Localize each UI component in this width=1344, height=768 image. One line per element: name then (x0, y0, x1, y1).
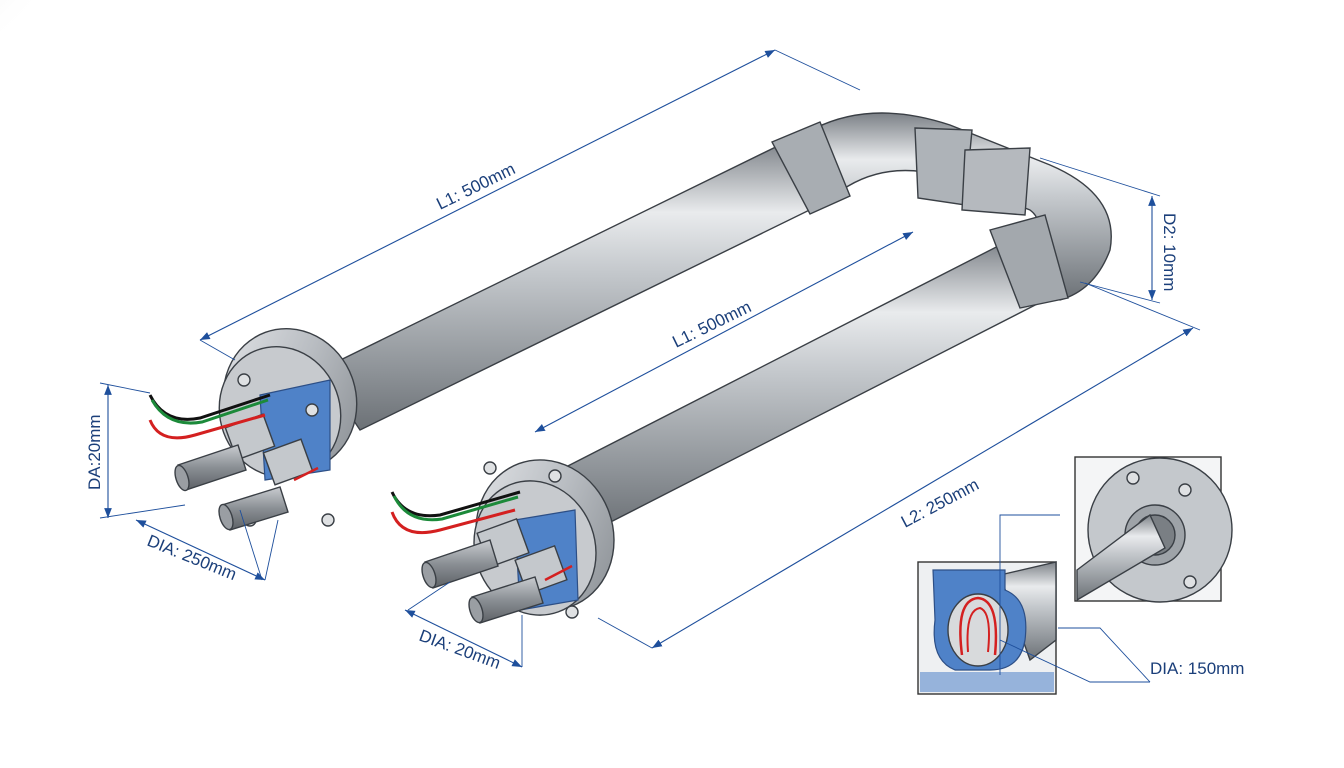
leader-detail-top (999, 514, 1060, 675)
leader-detail-dia (999, 639, 1150, 683)
screw-icon (237, 373, 251, 387)
dim-line-dia-left (135, 519, 266, 581)
label-dia-left: DIA: 250mm (145, 531, 240, 584)
detail-view-cross-section (917, 561, 1057, 695)
label-d2: D2: 10mm (1160, 213, 1179, 291)
corner-shadow (0, 0, 60, 60)
screw-icon (1126, 471, 1140, 485)
dim-line-dia-front (404, 609, 523, 668)
detail-view-flange (1074, 456, 1233, 603)
screw-icon (1178, 483, 1192, 497)
dim-line-l1-back (199, 49, 776, 341)
label-da-left: DA:20mm (85, 414, 104, 490)
screw-icon (565, 605, 579, 619)
label-dia-detail: DIA: 150mm (1150, 659, 1244, 678)
screw-icon (1183, 575, 1197, 589)
terminal-bolt (421, 539, 499, 589)
label-l2: L2: 250mm (898, 475, 982, 532)
pipe-couplings (771, 121, 1069, 309)
screw-icon (483, 461, 497, 475)
label-l1-front: L1: 500mm (669, 297, 754, 351)
dim-line-l2 (651, 327, 1194, 649)
screw-icon (321, 513, 335, 527)
screw-icon (548, 469, 562, 483)
flange-left (148, 327, 358, 531)
label-dia-front: DIA: 20mm (417, 626, 503, 673)
screw-icon (305, 403, 319, 417)
terminal-bolt (174, 444, 247, 492)
